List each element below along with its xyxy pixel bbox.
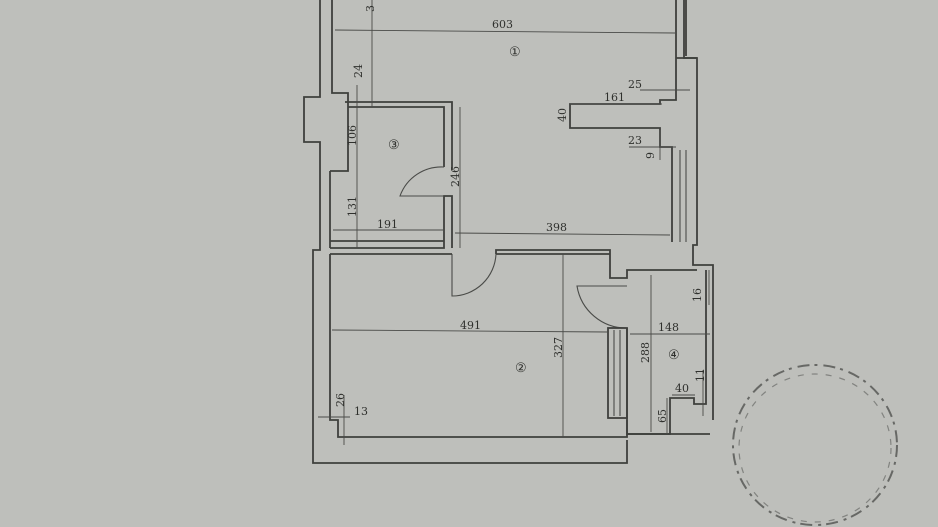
dim-106: 106 [346, 125, 359, 146]
dim-161: 161 [604, 91, 625, 104]
dim-603: 603 [492, 18, 513, 31]
door-room-3 [399, 166, 445, 197]
dimension-labels: 3 603 24 25 161 40 23 9 398 106 131 191 … [334, 5, 707, 423]
dim-25: 25 [628, 78, 642, 91]
dim-9: 9 [644, 152, 657, 159]
dim-131: 131 [346, 196, 359, 217]
dim-11: 11 [694, 368, 707, 382]
dim-26: 26 [334, 393, 347, 407]
dim-327: 327 [552, 337, 565, 358]
room-1-walls [329, 58, 697, 279]
room-3-label: ③ [388, 138, 400, 153]
dim-24: 24 [352, 64, 365, 78]
dim-148: 148 [658, 321, 679, 334]
seal-stamp [732, 364, 898, 526]
dim-40-room4: 40 [675, 382, 689, 395]
room-labels: ① ② ③ ④ [388, 45, 680, 376]
dim-246: 246 [449, 166, 462, 187]
dim-65: 65 [656, 409, 669, 423]
dim-491: 491 [460, 319, 481, 332]
dim-16: 16 [691, 288, 704, 302]
door-room-2 [451, 253, 497, 297]
dim-191: 191 [377, 218, 398, 231]
dim-23: 23 [628, 134, 642, 147]
outer-walls [303, 0, 714, 464]
room-2-walls [329, 253, 628, 438]
dim-398: 398 [546, 221, 567, 234]
room-2-label: ② [515, 361, 527, 376]
room-1-label: ① [509, 45, 521, 60]
dim-40-ledge: 40 [556, 108, 569, 122]
dim-13: 13 [354, 405, 368, 418]
dim-top-partial: 3 [364, 5, 377, 12]
dimension-lines [318, 0, 710, 445]
door-room-4 [576, 285, 628, 329]
room-4-label: ④ [668, 348, 680, 363]
room-4-walls [626, 270, 710, 435]
dim-288: 288 [639, 342, 652, 363]
